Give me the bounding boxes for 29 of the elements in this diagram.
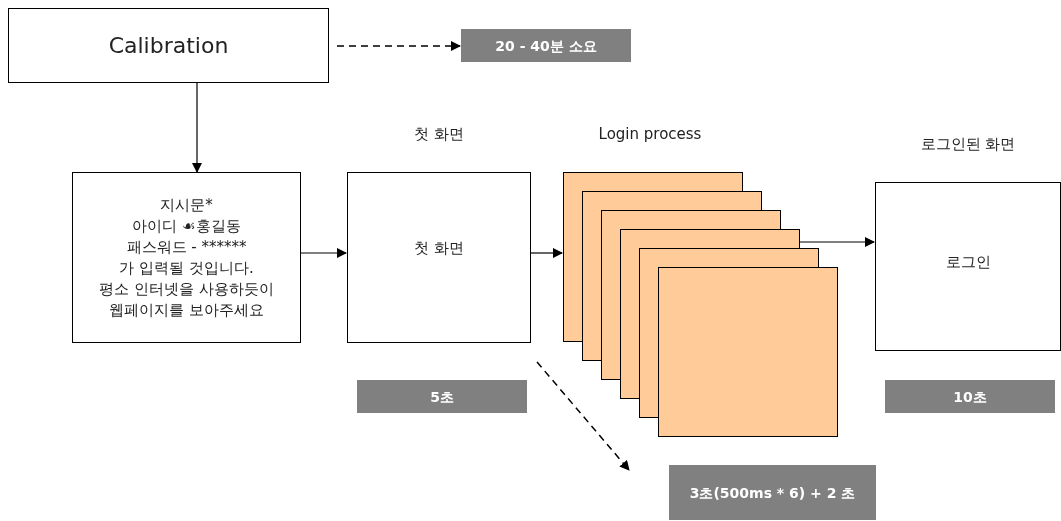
box-text: Calibration <box>108 35 229 56</box>
arrow <box>799 237 875 247</box>
duration-text: 3초(500ms * 6) + 2 초 <box>688 483 857 503</box>
box-text: 지시문* <box>160 194 213 216</box>
dashed-arrow <box>536 361 630 471</box>
duration-box <box>357 380 527 413</box>
process-box <box>8 8 329 83</box>
screen-stack-drawing <box>563 172 839 438</box>
box-text: 로그인 <box>945 252 991 273</box>
duration-text: 5초 <box>429 387 455 407</box>
dashed-arrow <box>336 41 461 51</box>
box-text: 패스워드 - ****** <box>126 236 247 258</box>
duration-text: 10초 <box>952 387 988 407</box>
instruction-box <box>72 172 301 343</box>
box-text: 가 입력될 것입니다. <box>119 257 254 279</box>
duration-box <box>461 29 631 62</box>
box-text: 평소 인터넷을 사용하듯이 <box>99 278 274 300</box>
screen-heading: 첫 화면 <box>413 125 465 144</box>
screen-heading: 로그인된 화면 <box>919 135 1017 154</box>
stack-heading: Login process <box>598 125 702 143</box>
arrow <box>192 82 202 173</box>
duration-box <box>885 380 1055 413</box>
duration-box <box>669 465 876 520</box>
box-text: 웹페이지를 보아주세요 <box>109 299 264 321</box>
duration-text: 20 - 40분 소요 <box>494 36 598 56</box>
arrow <box>530 248 563 258</box>
box-text: 아이디 ☙홍길동 <box>132 215 241 237</box>
box-text: 첫 화면 <box>414 238 464 259</box>
arrow <box>300 248 347 258</box>
